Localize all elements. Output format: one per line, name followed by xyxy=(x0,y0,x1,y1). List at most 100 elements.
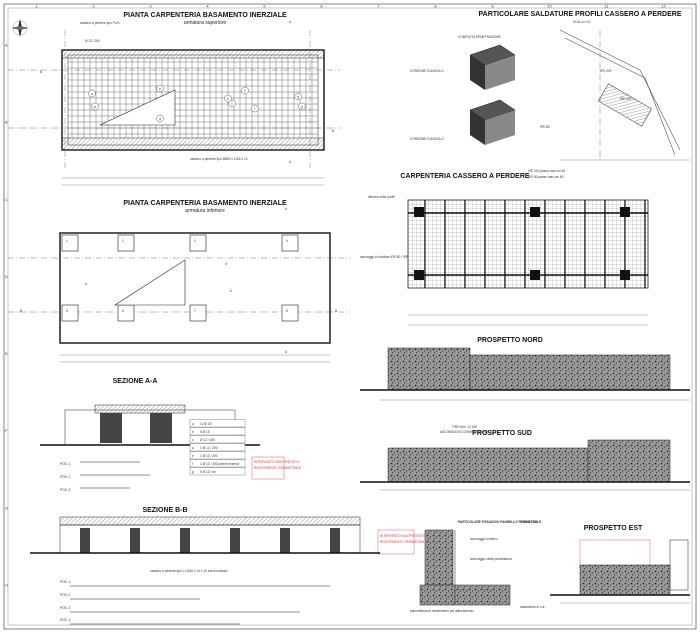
section-aa-pos3: POS. 3 xyxy=(60,488,71,492)
pour-label: 1 xyxy=(66,239,68,243)
svg-text:Ø 12 / 200: Ø 12 / 200 xyxy=(85,39,100,43)
col-tick: 11 xyxy=(604,4,609,9)
detail-fix-scale: SCALA 1:20 xyxy=(520,520,538,524)
col-tick: 12 xyxy=(661,4,666,9)
red-note-2: RIVESTIMENTO PERIMETRALE xyxy=(254,466,301,470)
pour-label: 6 xyxy=(122,309,124,313)
detail-fix-note-2: ancoraggio della pannellatura xyxy=(470,557,512,561)
detail-fix-note-1: ancoraggio chimico xyxy=(470,537,498,541)
rebar-key: a xyxy=(192,422,194,426)
rebar-key: b xyxy=(192,430,194,434)
row-tick: A xyxy=(5,43,8,48)
col-tick: 6 xyxy=(320,4,323,9)
rebar-key: f xyxy=(192,462,193,466)
col-tick: 8 xyxy=(434,4,437,9)
prospetto-est-title: PROSPETTO EST xyxy=(584,525,643,532)
pour-label: 5 xyxy=(66,309,68,313)
col-tick: 3 xyxy=(149,4,152,9)
col-tick: 10 xyxy=(547,4,552,9)
red-note-4: RIVESTIMENTO PERIMETRALE xyxy=(380,540,427,544)
pour-label: e xyxy=(230,289,232,293)
svg-text:A: A xyxy=(285,350,288,354)
plan-upper-rebars xyxy=(68,58,318,138)
svg-text:A: A xyxy=(285,207,288,211)
formwork-plan: CARPENTERIA CASSERO A PERDERE IPE 200 pa… xyxy=(360,169,649,326)
pour-label: d xyxy=(159,117,161,121)
red-note-3: INTERVENTO NON PREVISTO xyxy=(380,534,426,538)
col-tick: 7 xyxy=(377,4,380,9)
plan-upper-subtitle: armatura superiore xyxy=(184,20,226,26)
row-tick: E xyxy=(5,351,8,356)
rebar-spec: 5 Ø 18 xyxy=(200,430,210,434)
prospetto-sud-title: PROSPETTO SUD xyxy=(472,430,532,437)
plan-lower: PIANTA CARPENTERIA BASAMENTO INERZIALE a… xyxy=(8,200,350,363)
col-tick: 4 xyxy=(206,4,209,9)
row-tick: C xyxy=(5,197,8,202)
formwork-note-1: IPE 200 passo max cm 60 xyxy=(528,169,565,173)
weld-label: IPE 200 xyxy=(600,69,612,73)
section-bb-pos1: POS. 1 xyxy=(60,580,71,584)
formwork-title: CARPENTERIA CASSERO A PERDERE xyxy=(400,173,529,180)
rebar-spec: 12 Ø 18 xyxy=(200,422,212,426)
plan-upper-title: PIANTA CARPENTERIA BASAMENTO INERZIALE xyxy=(123,12,287,19)
plan-upper-note-bottom: cassero a perdere tipo Ø800 x 1180 x 10 xyxy=(190,157,248,161)
svg-text:B: B xyxy=(20,309,22,313)
plan-upper: PIANTA CARPENTERIA BASAMENTO INERZIALE a… xyxy=(8,12,340,186)
pour-label: d xyxy=(85,282,87,286)
col-tick: 1 xyxy=(35,4,38,9)
pour-label: g xyxy=(297,95,299,99)
section-aa-pos2: POS. 2 xyxy=(60,475,71,479)
rebar-spec: 1 Ø 12 / 200 xyxy=(200,454,218,458)
col-tick: 9 xyxy=(491,4,494,9)
section-bb-title: SEZIONE B-B xyxy=(142,507,187,514)
rebar-key: c xyxy=(192,438,194,442)
col-tick: 2 xyxy=(92,4,95,9)
weld-label: CORDONE D'ANGOLO xyxy=(410,137,444,141)
row-tick: G xyxy=(5,505,8,510)
detail-weld-scale: SCALA 1:10 xyxy=(573,20,591,24)
pour-label: a' xyxy=(94,105,97,109)
pour-label: a xyxy=(91,92,93,96)
prospetto-nord-title: PROSPETTO NORD xyxy=(477,337,543,344)
rebar-spec: 5 Ø 12 / m² xyxy=(200,470,216,474)
prospetto-sud-note: TIRO min. 12.000 xyxy=(452,425,477,429)
row-tick: F xyxy=(5,428,8,433)
plan-upper-note-top: cassero a perdere tipo PL/S xyxy=(80,21,120,25)
detail-fix-title: PARTICOLARE FISSAGGIO PANNELLO PERIMETRA… xyxy=(458,520,541,524)
rebar-key: g xyxy=(192,470,194,474)
north-arrow-icon xyxy=(11,19,29,37)
pour-label: d' xyxy=(225,262,228,266)
weld-label: COMPLETA PENETRAZIONE xyxy=(458,35,501,39)
pour-label: 8 xyxy=(286,309,288,313)
detail-weld-title: PARTICOLARE SALDATURE PROFILI CASSERO A … xyxy=(478,11,681,18)
section-aa-pos1: POS. 1 xyxy=(60,462,71,466)
pour-label: f xyxy=(255,107,256,111)
prospetto-nord: PROSPETTO NORD xyxy=(360,337,690,401)
formwork-side-note-2: ancoraggi in tubolare IPE 80 / IPE 200 xyxy=(360,255,414,259)
pour-label: b' xyxy=(227,97,230,101)
plan-lower-subtitle: armatura inferiore xyxy=(185,208,225,214)
section-bb-pos2: POS. 2 xyxy=(60,593,71,597)
svg-text:B: B xyxy=(335,309,337,313)
pour-label: c xyxy=(231,102,233,106)
col-tick: 5 xyxy=(263,4,266,9)
pour-label: 3 xyxy=(194,239,196,243)
pour-label: b xyxy=(159,87,161,91)
section-aa-title: SEZIONE A-A xyxy=(113,378,158,385)
pour-label: c' xyxy=(244,89,247,93)
rebar-key: e xyxy=(192,454,194,458)
section-bb-pos3: POS. 3 xyxy=(60,606,71,610)
weld-label: CORDONE D'ANGOLO xyxy=(410,69,444,73)
pour-label: 7 xyxy=(194,309,196,313)
rebar-spec: 1 Ø 12 / 200 parete esterna xyxy=(200,462,239,466)
detail-fix-note-3: pannellatura di rivestimento per allinea… xyxy=(410,609,474,613)
detail-fix: PARTICOLARE FISSAGGIO PANNELLO PERIMETRA… xyxy=(410,520,545,613)
svg-text:A: A xyxy=(289,20,292,24)
detail-weld: PARTICOLARE SALDATURE PROFILI CASSERO A … xyxy=(410,11,690,161)
rebar-spec: Ø 12 / 200 xyxy=(200,438,215,442)
prospetto-est: PROSPETTO EST xyxy=(550,525,690,604)
sheet-inner-frame xyxy=(7,7,693,626)
